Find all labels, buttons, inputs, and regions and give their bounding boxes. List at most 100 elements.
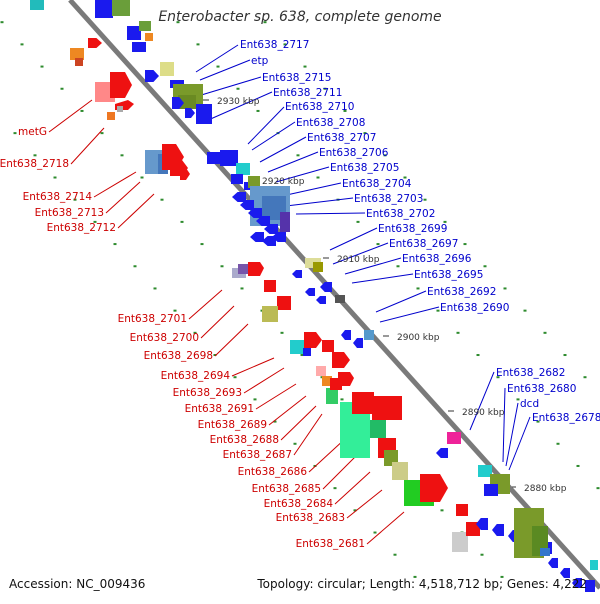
gene-label[interactable]: Ent638_2694 <box>161 370 231 382</box>
gene-label[interactable]: Ent638_2715 <box>262 72 331 84</box>
gene-label[interactable]: Ent638_2687 <box>223 449 292 461</box>
tick-dot <box>376 243 380 246</box>
gene-label[interactable]: Ent638_2706 <box>319 147 389 159</box>
gene-label[interactable]: Ent638_2698 <box>144 350 213 362</box>
tick-dot <box>393 553 397 556</box>
gene-block <box>316 366 326 376</box>
gene-block <box>107 112 115 120</box>
gene-label[interactable]: Ent638_2705 <box>330 162 399 174</box>
gene-block <box>335 295 345 303</box>
gene-label[interactable]: Ent638_2700 <box>130 332 199 344</box>
gene-label[interactable]: Ent638_2710 <box>285 101 354 113</box>
tick-dot <box>240 287 244 290</box>
gene-label[interactable]: Ent638_2695 <box>414 269 483 281</box>
leader-line <box>295 212 366 215</box>
gene-label[interactable]: Ent638_2704 <box>342 178 412 190</box>
tick-dot <box>340 398 344 401</box>
gene-label[interactable]: Ent638_2693 <box>173 387 242 399</box>
leader-line <box>508 416 531 471</box>
leader-line <box>308 437 347 473</box>
gene-arrow <box>338 372 354 386</box>
gene-label[interactable]: Ent638_2680 <box>507 383 576 395</box>
tick-dot <box>333 487 337 490</box>
gene-arrow <box>436 448 448 458</box>
gene-label[interactable]: Ent638_2717 <box>240 39 309 51</box>
leader-line <box>346 489 383 519</box>
gene-block <box>95 0 113 18</box>
gene-label[interactable]: metG <box>18 126 47 138</box>
gene-arrow <box>256 216 270 226</box>
gene-label[interactable]: Ent638_2699 <box>378 223 447 235</box>
tick-dot <box>133 265 137 268</box>
gene-block <box>127 26 141 40</box>
tick-dot <box>296 154 300 157</box>
gene-block <box>290 340 304 354</box>
tick-dot <box>440 509 444 512</box>
gene-label[interactable]: Ent638_2703 <box>354 193 423 205</box>
gene-label[interactable]: Ent638_2686 <box>238 466 308 478</box>
gene-label[interactable]: Ent638_2714 <box>23 191 93 203</box>
gene-label[interactable]: Ent638_2707 <box>307 132 376 144</box>
tick-dot <box>53 176 57 179</box>
gene-label[interactable]: Ent638_2681 <box>296 538 365 550</box>
gene-label[interactable]: Ent638_2683 <box>276 512 345 524</box>
gene-arrow <box>172 97 184 109</box>
gene-arrow <box>292 270 302 278</box>
leader-line <box>268 395 307 426</box>
gene-label[interactable]: Ent638_2691 <box>185 403 254 415</box>
gene-label[interactable]: Ent638_2718 <box>0 158 69 170</box>
gene-block <box>207 152 221 164</box>
gene-label[interactable]: Ent638_2689 <box>198 419 267 431</box>
scale-label: 2900 kbp <box>397 333 440 343</box>
leader-line <box>344 257 402 275</box>
gene-label[interactable]: Ent638_2712 <box>47 222 116 234</box>
gene-label[interactable]: Ent638_2702 <box>366 208 435 220</box>
gene-block <box>372 396 402 420</box>
gene-label[interactable]: Ent638_2685 <box>252 483 321 495</box>
gene-label[interactable]: etp <box>251 55 269 67</box>
tick-dot <box>596 487 600 490</box>
leader-line <box>200 305 235 339</box>
gene-label[interactable]: Ent638_2690 <box>440 302 509 314</box>
gene-arrow <box>548 558 558 568</box>
gene-label[interactable]: Ent638_2692 <box>427 286 496 298</box>
gene-block <box>196 104 212 124</box>
gene-arrow <box>572 578 582 588</box>
leader-line <box>505 402 519 467</box>
gene-block <box>322 340 334 352</box>
gene-label[interactable]: Ent638_2682 <box>496 367 565 379</box>
leader-line <box>366 511 405 545</box>
gene-block <box>322 376 332 386</box>
gene-label[interactable]: Ent638_2701 <box>118 313 187 325</box>
gene-label[interactable]: Ent638_2684 <box>264 498 334 510</box>
leader-line <box>280 405 317 441</box>
leader-line <box>502 387 506 463</box>
gene-block <box>75 58 83 66</box>
gene-arrow <box>185 108 195 118</box>
gene-block <box>160 62 174 76</box>
gene-label[interactable]: Ent638_2696 <box>402 253 472 265</box>
gene-arrow <box>492 524 504 536</box>
gene-arrow <box>420 474 448 502</box>
tick-dot <box>220 265 224 268</box>
gene-block <box>277 296 291 310</box>
gene-label[interactable]: Ent638_2711 <box>273 87 342 99</box>
gene-label[interactable]: Ent638_2688 <box>210 434 279 446</box>
gene-arrow <box>353 338 363 348</box>
tick-dot <box>233 376 237 379</box>
gene-label[interactable]: Ent638_2678 <box>532 412 600 424</box>
gene-label[interactable]: dcd <box>520 398 539 410</box>
tick-dot <box>0 21 4 24</box>
gene-arrow <box>264 224 278 234</box>
gene-label[interactable]: Ent638_2697 <box>389 238 458 250</box>
gene-arrow <box>560 568 570 578</box>
gene-block <box>145 33 153 41</box>
gene-label[interactable]: Ent638_2708 <box>296 117 365 129</box>
gene-block <box>447 432 461 444</box>
tick-dot <box>13 132 17 135</box>
gene-label[interactable]: Ent638_2713 <box>35 207 104 219</box>
tick-dot <box>523 309 527 312</box>
tick-dot <box>413 575 417 578</box>
